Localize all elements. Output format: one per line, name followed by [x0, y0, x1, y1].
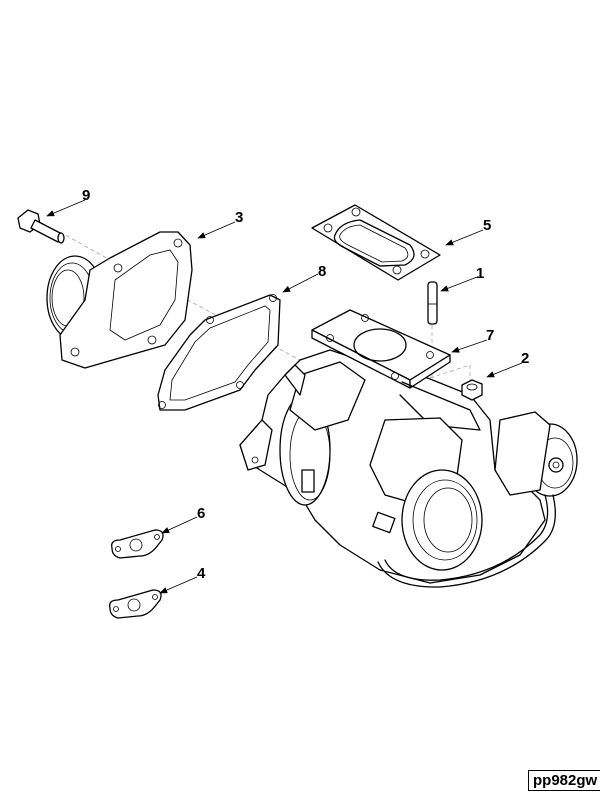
- figure-id-label: pp982gw: [528, 770, 600, 791]
- mounting-gasket-part: [311, 204, 441, 281]
- nut-part: [461, 379, 483, 401]
- callout-5: 5: [483, 217, 491, 234]
- callout-2: 2: [521, 350, 529, 367]
- oil-drain-gasket-part: [109, 589, 162, 619]
- callout-6: 6: [197, 505, 205, 522]
- capscrew-part: [17, 209, 65, 244]
- turbocharger-part: [239, 309, 578, 588]
- callout-3: 3: [235, 209, 243, 226]
- leader-lines: [46, 199, 523, 594]
- callout-4: 4: [197, 565, 206, 582]
- callout-9: 9: [82, 187, 90, 204]
- stud-part: [427, 281, 438, 325]
- elbow-gasket-part: [157, 294, 281, 411]
- callout-1: 1: [476, 265, 484, 282]
- oil-supply-gasket-part: [111, 529, 164, 559]
- callout-8: 8: [318, 263, 326, 280]
- callout-7: 7: [486, 327, 494, 344]
- outlet-elbow-part: [46, 231, 193, 369]
